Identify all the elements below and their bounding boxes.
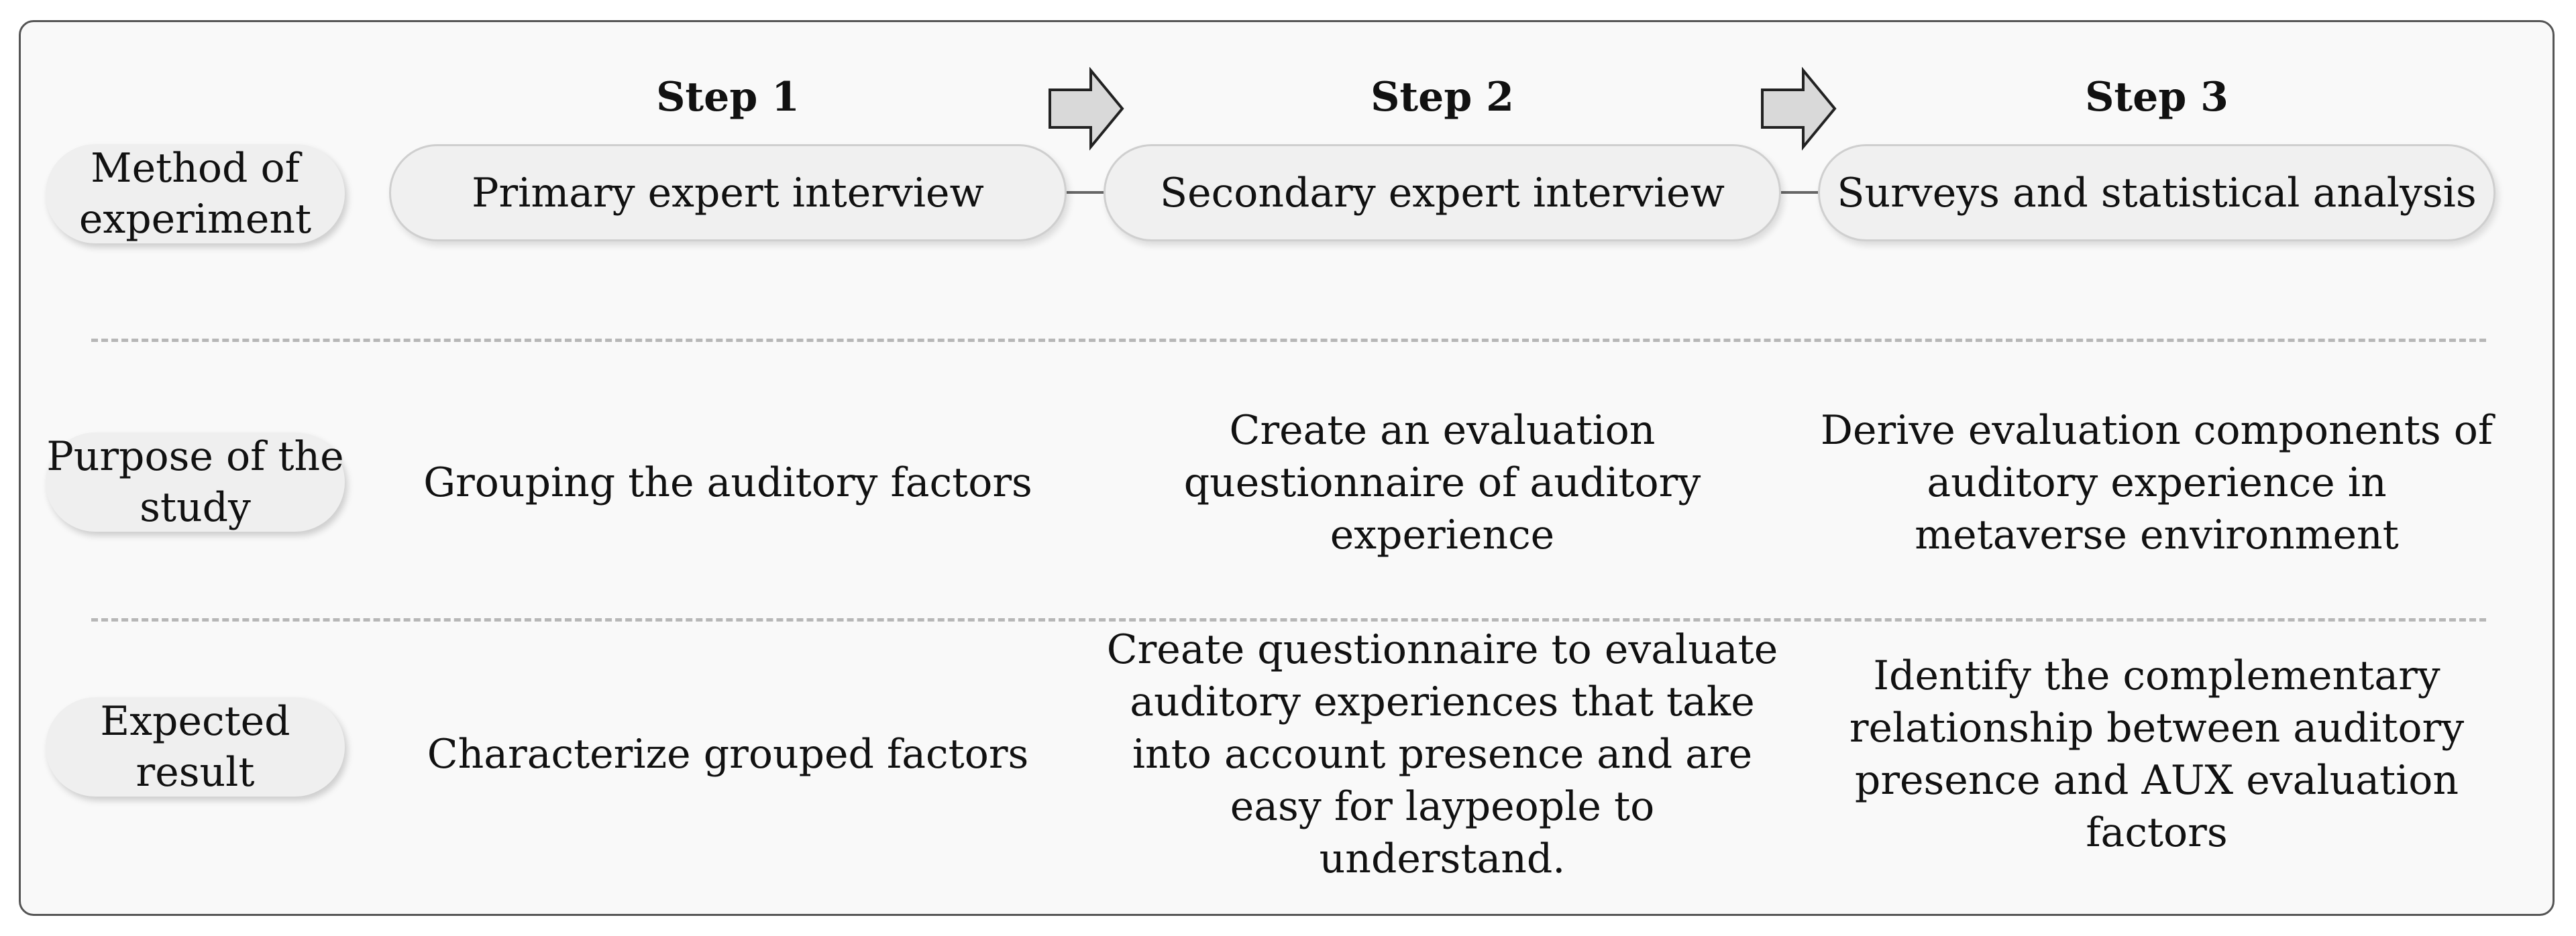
row-label-purpose: Purpose of the study [46, 432, 345, 532]
row-label-method: Method of experiment [46, 144, 345, 243]
right-arrow-icon [1761, 67, 1837, 151]
step-1-method-pill: Primary expert interview [389, 144, 1067, 241]
row-divider [91, 618, 2486, 622]
step-1-method-text: Primary expert interview [472, 169, 984, 217]
step-3-result: Identify the complementary relationship … [1849, 652, 2465, 856]
row-label-method-text: Method of experiment [78, 145, 312, 243]
step-1-purpose: Grouping the auditory factors [423, 459, 1032, 506]
step-2-title: Step 2 [1371, 74, 1514, 121]
step-2-method-text: Secondary expert interview [1159, 169, 1725, 217]
step-1-title: Step 1 [656, 74, 800, 121]
row-label-result-text: Expected result [100, 698, 290, 796]
right-arrow-icon [1049, 67, 1124, 151]
row-label-purpose-text: Purpose of the study [46, 433, 344, 531]
step-connector [1067, 191, 1104, 194]
step-3-title: Step 3 [2085, 74, 2229, 121]
step-1-result: Characterize grouped factors [427, 731, 1029, 778]
row-label-result: Expected result [46, 697, 345, 797]
step-2-purpose: Create an evaluation questionnaire of au… [1183, 407, 1701, 559]
step-3-method-text: Surveys and statistical analysis [1837, 169, 2477, 217]
step-3-purpose: Derive evaluation components of auditory… [1820, 407, 2493, 559]
step-3-method-pill: Surveys and statistical analysis [1818, 144, 2496, 241]
step-connector [1781, 191, 1818, 194]
step-2-method-pill: Secondary expert interview [1104, 144, 1781, 241]
row-divider [91, 339, 2486, 342]
step-2-result: Create questionnaire to evaluate auditor… [1106, 626, 1778, 882]
